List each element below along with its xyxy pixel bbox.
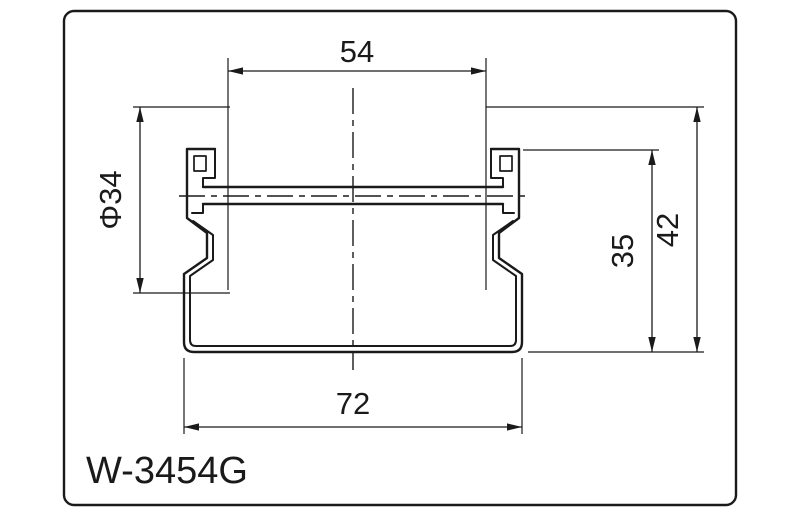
right-hook-inner-edge (490, 148, 504, 188)
dimension-overall-height: 42 (486, 106, 704, 353)
arrowhead-bottom (648, 337, 656, 352)
dim-label-bottom-width: 72 (336, 386, 370, 421)
left-bar-step (191, 203, 204, 214)
right-hook-notch (499, 155, 513, 172)
dimension-bottom-width: 72 (183, 358, 523, 434)
dimension-top-width: 54 (227, 34, 487, 290)
arrowhead-left (184, 423, 199, 431)
arrowhead-top (693, 107, 701, 122)
left-hook-notch (193, 155, 207, 172)
arrowhead-bottom (693, 337, 701, 352)
dimension-roller-diameter: Φ34 (93, 106, 230, 294)
dim-label-inner-height: 35 (605, 234, 640, 268)
profile-inner-outline (189, 220, 517, 347)
arrowhead-bottom (136, 278, 144, 293)
dimension-inner-height: 35 (523, 149, 659, 352)
dim-label-overall-height: 42 (650, 213, 685, 247)
right-bar-step (502, 203, 515, 214)
channel-profile (179, 88, 527, 370)
drawing-frame (62, 9, 738, 507)
arrowhead-left (228, 67, 243, 75)
arrowhead-top (136, 107, 144, 122)
part-number-label: W-3454G (86, 450, 248, 492)
dim-label-roller-diameter: Φ34 (93, 170, 128, 229)
arrowhead-right (507, 423, 522, 431)
left-hook-inner-edge (202, 148, 216, 188)
arrowhead-right (471, 67, 486, 75)
arrowhead-top (648, 150, 656, 165)
dim-label-top-width: 54 (340, 34, 374, 69)
